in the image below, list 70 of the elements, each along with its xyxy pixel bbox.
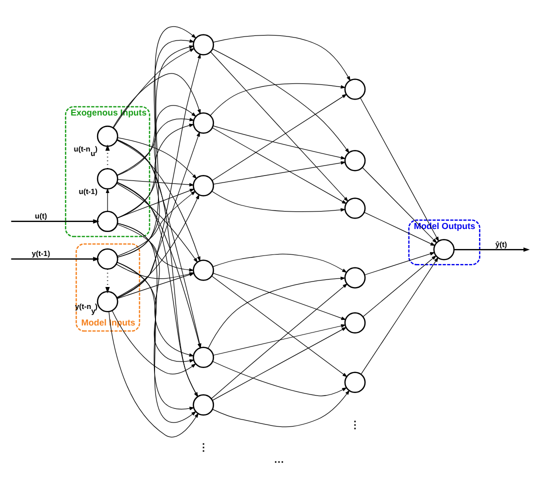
arrow <box>362 167 438 244</box>
node-circle <box>192 34 214 56</box>
arrow <box>213 161 346 184</box>
arrow <box>106 188 110 212</box>
arrow <box>116 105 196 176</box>
arrow <box>212 191 346 212</box>
node-circle <box>192 394 214 416</box>
label: ⋯ <box>274 456 284 468</box>
arrow <box>108 311 199 438</box>
arrow <box>112 310 196 374</box>
arrow <box>116 53 201 299</box>
node-circle <box>96 248 118 270</box>
arrow <box>117 45 194 258</box>
arrow <box>212 390 350 428</box>
arrow <box>116 118 195 218</box>
node-circle <box>344 150 366 172</box>
arrow <box>360 256 438 375</box>
label: ⋮ <box>350 420 360 432</box>
node-circle <box>344 78 366 100</box>
arrow <box>116 190 196 256</box>
node-circle <box>192 112 214 134</box>
arrow <box>117 124 194 258</box>
node-circle <box>96 210 118 232</box>
arrow <box>116 182 198 398</box>
arrow <box>116 182 198 263</box>
arrow <box>117 179 194 186</box>
arrow <box>116 194 200 298</box>
arrow <box>113 48 195 128</box>
arrow <box>212 327 347 401</box>
node-circle <box>96 290 118 312</box>
arrow <box>105 269 110 294</box>
arrow <box>116 132 200 298</box>
arrow <box>362 255 437 317</box>
arrow <box>212 48 350 154</box>
arrow <box>211 283 348 399</box>
arrow <box>116 39 195 219</box>
arrow <box>116 224 194 272</box>
arrow <box>117 137 198 180</box>
arrow <box>212 272 346 320</box>
arrow <box>116 188 195 218</box>
label: ⋮ <box>198 442 208 454</box>
arrow <box>208 276 346 349</box>
arrow <box>212 361 348 396</box>
node-circle <box>344 267 366 288</box>
node-circle <box>96 126 118 147</box>
arrow <box>212 127 347 204</box>
arrow <box>112 73 201 128</box>
arrow <box>454 247 530 252</box>
arrow <box>212 324 346 356</box>
arrow <box>212 254 348 273</box>
arrow <box>116 139 198 398</box>
node-circle <box>96 168 118 190</box>
node-circle <box>192 346 214 368</box>
arrow <box>360 98 440 242</box>
arrow <box>11 256 100 262</box>
arrow <box>213 34 351 82</box>
arrow <box>212 94 348 181</box>
node-circle <box>344 312 366 334</box>
arrow <box>212 126 346 160</box>
arrow <box>116 26 196 176</box>
arrow <box>364 252 436 276</box>
arrow <box>105 144 110 169</box>
arrow <box>210 83 346 116</box>
node-circle <box>192 260 214 281</box>
arrow <box>116 140 200 262</box>
arrow <box>11 219 100 224</box>
node-circle <box>344 372 366 394</box>
arrow <box>364 212 436 246</box>
arrow <box>210 52 348 202</box>
arrow <box>211 276 348 378</box>
